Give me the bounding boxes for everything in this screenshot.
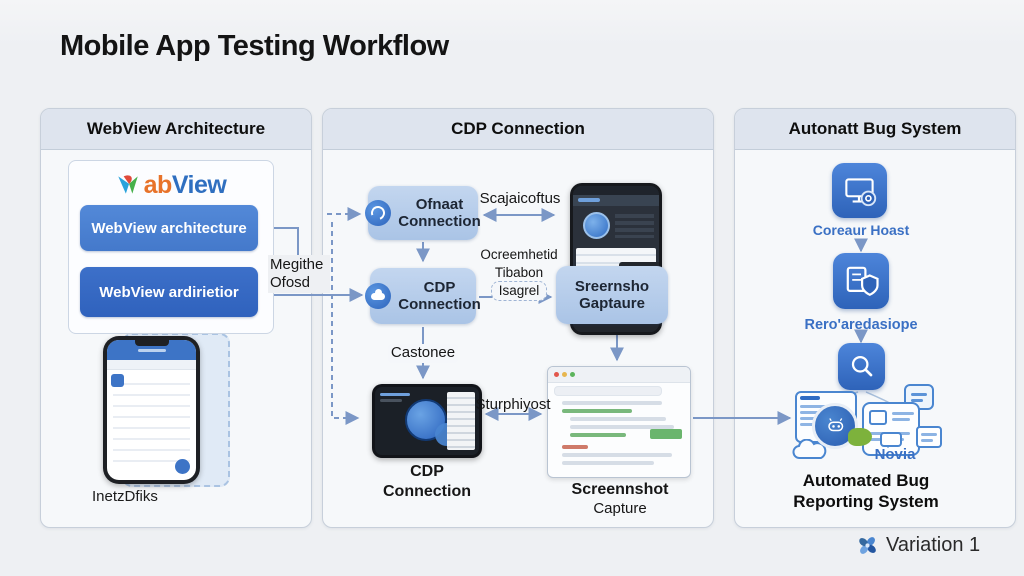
screenshot-capture-node: Sreernsho Gaptaure (556, 266, 668, 324)
top-arrow-label: Scajaicoftus (479, 190, 561, 207)
pinwheel-logo-icon (859, 537, 876, 554)
monitor-tile-caption: Coreaur Hoast (812, 222, 910, 238)
tablet-caption: CDP Connection (383, 463, 471, 500)
connection-icon (365, 200, 392, 226)
panel-webview-header: WebView Architecture (41, 109, 311, 150)
devtools-header (573, 195, 659, 206)
floating-action-icon (175, 459, 190, 474)
monitor-gear-icon (844, 177, 876, 206)
panel-bug-system: Autonatt Bug System (734, 108, 1016, 528)
approve-button-mock (650, 429, 682, 439)
phone-screen (107, 340, 196, 480)
cloud-icon (792, 439, 827, 459)
monitor-gear-tile (832, 163, 887, 218)
phone-header-bar (107, 340, 196, 360)
panel-cdp-header: CDP Connection (323, 109, 713, 150)
castonee-label: Castonee (388, 344, 458, 363)
webview-ardirietior-box: WebView ardirietior (80, 267, 258, 317)
mid-arrow-label: Ocreemhetid Tibabon Isagrel (478, 246, 560, 301)
phone-caption: InetzDfiks (92, 488, 158, 505)
cluster-label: Novia (874, 446, 916, 463)
browser-caption: Screennshot Capture (571, 481, 669, 517)
tablet-mockup (372, 384, 482, 458)
shield-doc-tile (833, 253, 889, 309)
bug-badge-icon (812, 403, 858, 449)
offnat-connection-node: Ofnaat Connection (365, 186, 481, 240)
shield-icon (846, 266, 879, 296)
browser-window-mockup (547, 366, 691, 478)
browser-toolbar (548, 367, 690, 383)
cdp-logo-icon (583, 212, 610, 239)
speech-bubble-icon (880, 432, 902, 448)
phone-notch (134, 340, 169, 346)
webview-logo-text: abView (143, 170, 227, 199)
panel-connector-label: Megithe Ofosd (268, 255, 330, 293)
magnifier-icon (851, 355, 872, 376)
bottom-arrow-label: Sturphiyost (475, 396, 551, 413)
app-tile-icon (111, 374, 124, 387)
phone-list-content (113, 374, 190, 466)
webview-logo-icon (117, 175, 138, 194)
shield-tile-caption: Rero'aredasiope (804, 317, 918, 333)
panel-bug-system-header: Autonatt Bug System (735, 109, 1015, 150)
magnifier-tile (838, 343, 885, 390)
green-blob-icon (848, 428, 872, 446)
phone-mockup (103, 336, 200, 484)
webview-architecture-box: WebView architecture (80, 205, 258, 251)
bug-system-caption: Automated Bug Reporting System (793, 471, 939, 512)
mini-window-icon (916, 426, 942, 448)
variation-footer: Variation 1 (856, 534, 980, 557)
webview-logo: abView (90, 168, 250, 202)
cdp-connection-node: CDP Connection (365, 268, 481, 324)
variation-label: Variation 1 (886, 534, 981, 556)
tablet-side-panel (447, 392, 475, 450)
address-bar (554, 386, 662, 396)
cdp-cloud-icon (365, 283, 392, 309)
page-title: Mobile App Testing Workflow (60, 30, 449, 62)
